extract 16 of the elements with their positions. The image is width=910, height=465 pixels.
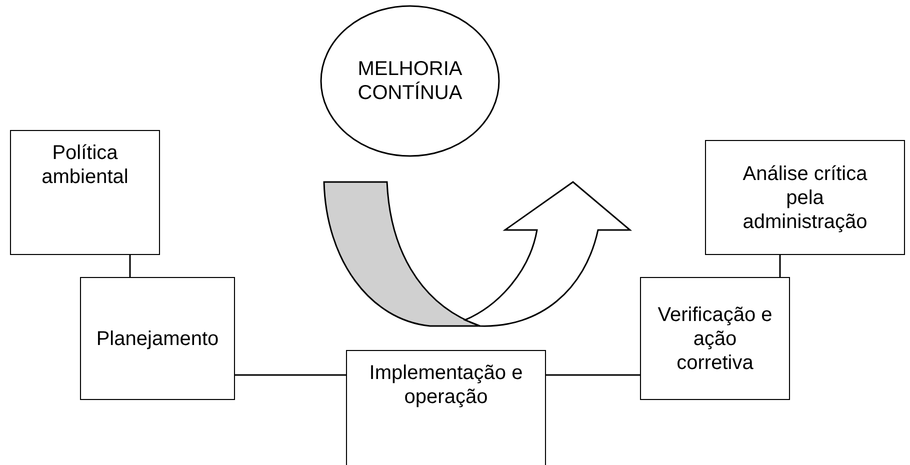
connector-line [546,374,640,376]
node-label: Análise crítica pela administração [742,162,868,234]
node-label: Política ambiental [40,141,130,189]
node-label: MELHORIA CONTÍNUA [356,57,464,105]
ellipse-node [320,5,500,157]
connector-line [779,255,781,277]
connector-line [129,255,131,277]
node-label: Planejamento [96,326,219,350]
node-label: Verificação e ação corretiva [658,302,772,374]
process-box [640,277,790,400]
connector-line [235,374,346,376]
process-box [705,140,905,255]
process-box [10,130,160,255]
node-label: Implementação e operação [368,361,524,409]
process-box [80,277,235,400]
process-box [346,350,546,465]
